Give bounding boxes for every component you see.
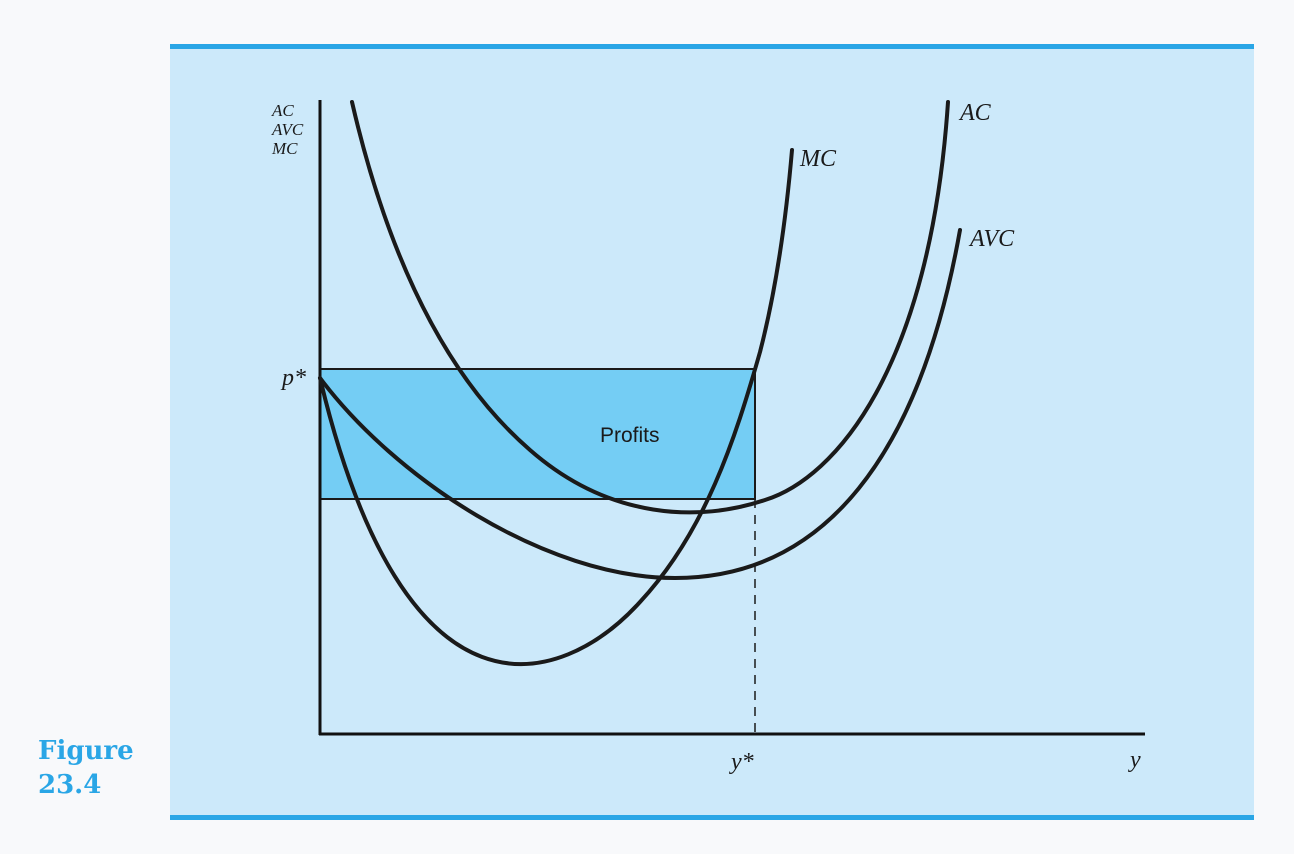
mc-curve-label: MC: [799, 146, 837, 172]
mc-curve: [318, 148, 794, 667]
figure-label-word: Figure: [38, 736, 134, 766]
ac-curve-label: AC: [958, 100, 992, 126]
y-axis-label-avc: AVC: [271, 120, 304, 139]
figure-label-number: 23.4: [38, 770, 102, 800]
profit-rectangle: [319, 368, 756, 500]
p-star-label: p*: [280, 365, 306, 391]
ac-curve: [350, 100, 950, 515]
y-axis-label-ac: AC: [271, 101, 294, 120]
y-star-label: y*: [729, 749, 754, 775]
x-axis-label: y: [1128, 747, 1141, 773]
avc-curve: [318, 228, 962, 581]
profits-label: Profits: [600, 424, 660, 447]
figure-label: Figure 23.4: [38, 734, 148, 802]
y-axis-label-mc: MC: [271, 139, 298, 158]
avc-curve-label: AVC: [968, 226, 1015, 252]
